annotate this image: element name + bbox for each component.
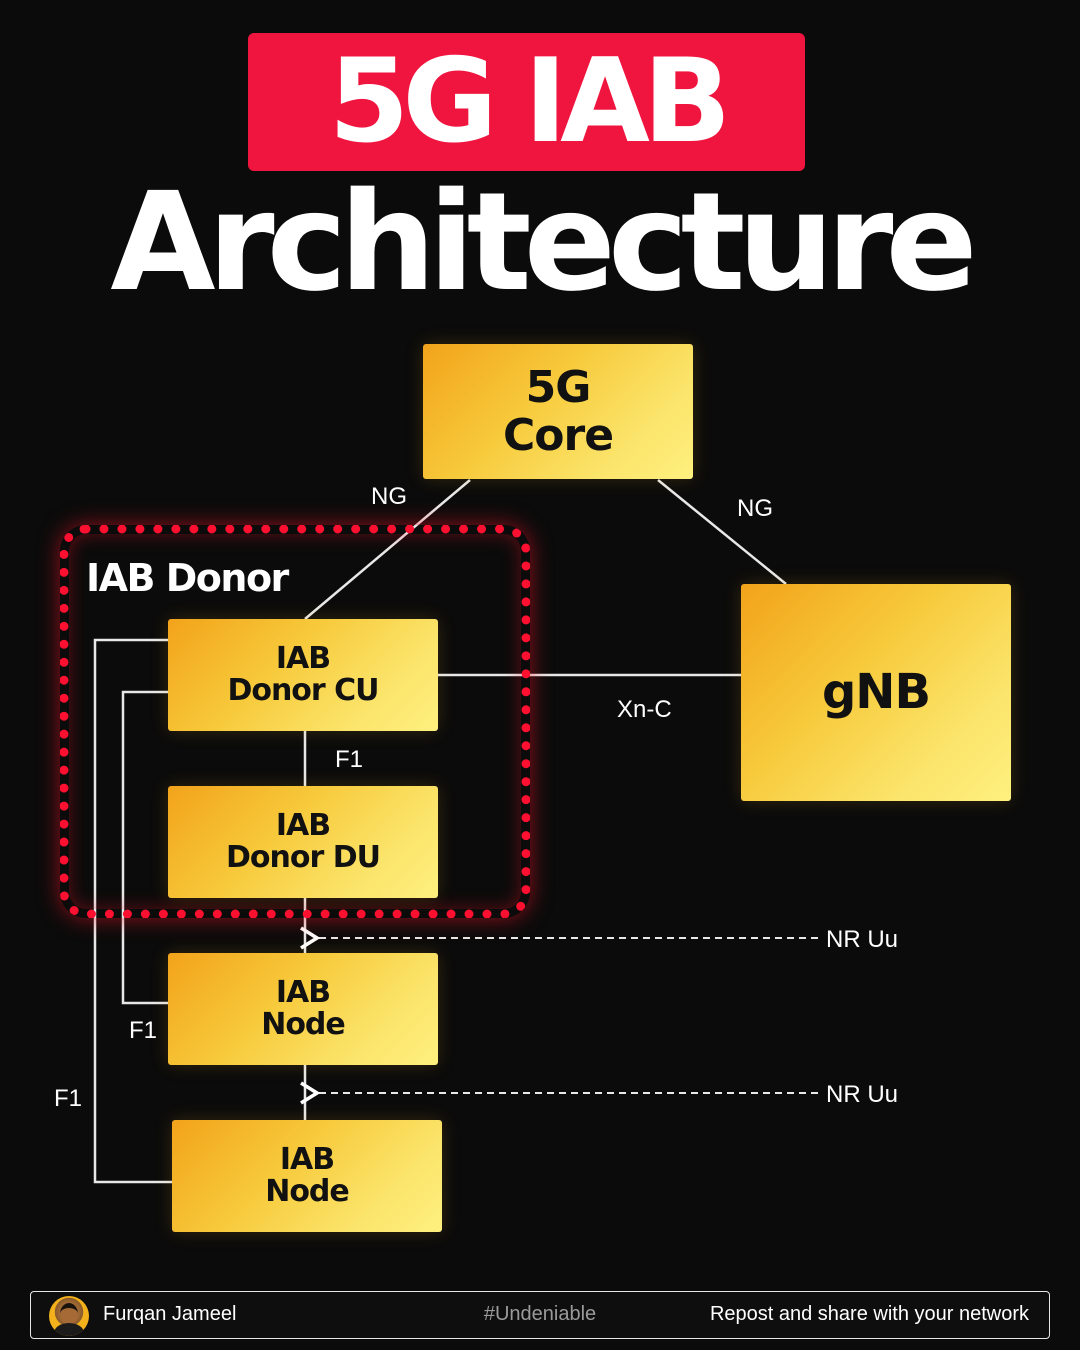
core-5g-box: 5G Core [423, 344, 693, 479]
cu-line2: Donor CU [227, 673, 379, 708]
node1-line2: Node [261, 1007, 346, 1042]
iab-donor-du-box: IAB Donor DU [168, 786, 438, 898]
iab-donor-frame [60, 525, 530, 918]
iab-node-box-2: IAB Node [172, 1120, 442, 1232]
node1-line1: IAB [275, 974, 331, 1010]
f1-label-cu-du: F1 [335, 746, 364, 773]
gnb-label: gNB [821, 663, 931, 720]
cu-line1: IAB [275, 640, 331, 676]
title-line1: 5G IAB [328, 34, 732, 169]
iab-node-box-1: IAB Node [168, 953, 438, 1065]
ng-label-right: NG [737, 495, 773, 522]
title-badge: 5G IAB [248, 33, 805, 171]
nr-uu-label-1: NR Uu [826, 926, 899, 953]
du-line1: IAB [275, 807, 331, 843]
iab-donor-cu-box: IAB Donor CU [168, 619, 438, 731]
ng-label-left: NG [371, 483, 407, 510]
title-line2: Architecture [110, 164, 977, 322]
f1-label-node2: F1 [54, 1085, 83, 1112]
du-line2: Donor DU [226, 840, 381, 875]
footer-bar: Furqan Jameel #Undeniable Repost and sha… [30, 1291, 1050, 1339]
ng-link-gnb [657, 479, 787, 585]
author-name: Furqan Jameel [103, 1303, 237, 1325]
avatar [49, 1296, 89, 1336]
gnb-box: gNB [741, 584, 1011, 801]
iab-donor-label: IAB Donor [86, 556, 289, 600]
node2-line1: IAB [279, 1141, 335, 1177]
core-line2: Core [502, 409, 614, 461]
xn-c-label: Xn-C [617, 696, 672, 723]
repost-cta: Repost and share with your network [709, 1303, 1029, 1325]
hashtag: #Undeniable [483, 1303, 597, 1325]
core-line1: 5G [525, 361, 592, 413]
f1-link-node1 [121, 690, 168, 1005]
f1-label-node1: F1 [129, 1017, 158, 1044]
ng-link-cu [304, 479, 471, 620]
node2-line2: Node [265, 1174, 350, 1209]
nr-uu-label-2: NR Uu [826, 1081, 899, 1108]
